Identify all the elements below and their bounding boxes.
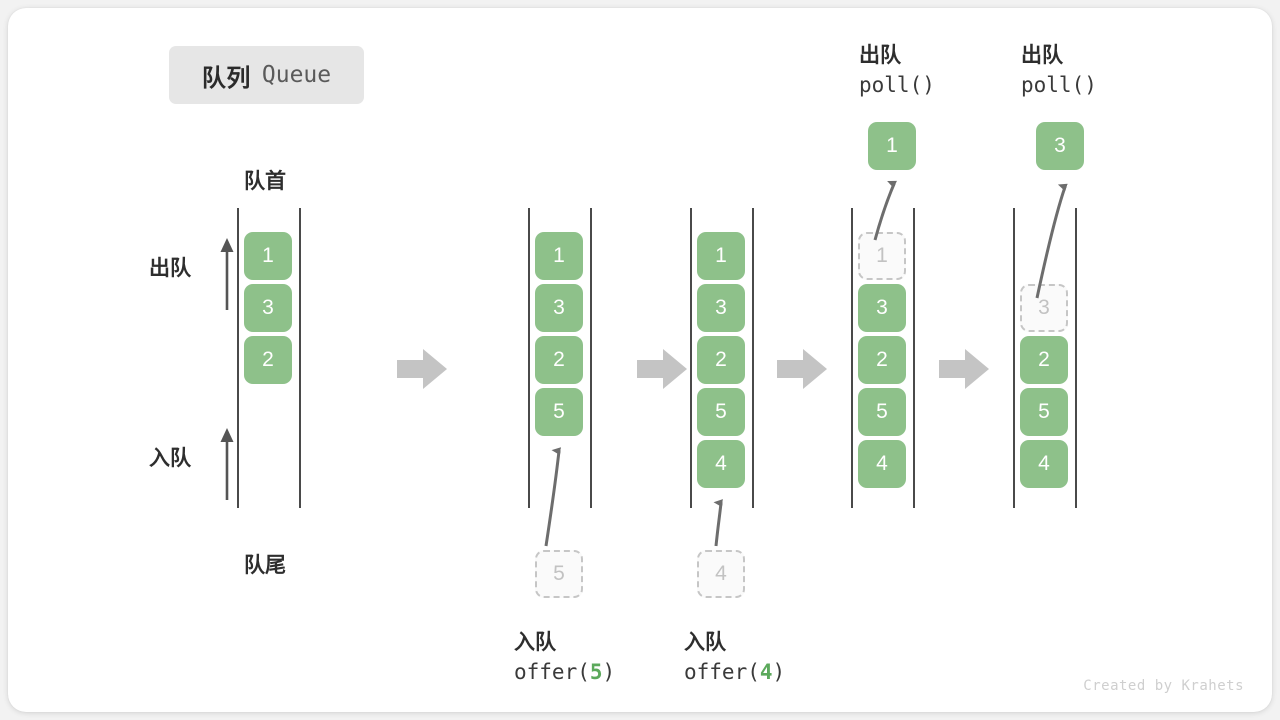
code-paren-close: ) <box>772 660 786 684</box>
panel-initial-rail-left <box>237 208 239 508</box>
queue-cell: 1 <box>535 232 583 280</box>
queue-cell: 3 <box>697 284 745 332</box>
footer-credit: Created by Krahets <box>1083 678 1244 694</box>
code-fn-offer: offer( <box>514 660 590 684</box>
caption-enqueue-5-cn: 入队 <box>514 631 556 654</box>
queue-cell: 3 <box>858 284 906 332</box>
queue-cell-removed: 1 <box>858 232 906 280</box>
panel-poll-3-rail-right <box>1075 208 1077 508</box>
code-paren-close: ) <box>602 660 616 684</box>
caption-enqueue-4-code: offer(4) <box>684 660 785 684</box>
label-queue-front: 队首 <box>244 170 286 193</box>
queue-cell: 3 <box>535 284 583 332</box>
popped-cell: 1 <box>868 122 916 170</box>
incoming-ghost-cell: 5 <box>535 550 583 598</box>
enqueue-5-connector-arrow-icon <box>544 447 561 547</box>
diagram-card: 队列 Queue 队首 队尾 出队 入队 1 3 2 1 3 2 5 5 入队 … <box>8 8 1272 712</box>
queue-cell: 2 <box>1020 336 1068 384</box>
code-arg: 4 <box>759 660 773 684</box>
queue-cell: 2 <box>858 336 906 384</box>
code-arg: 5 <box>589 660 603 684</box>
panel-offer-4-rail-right <box>752 208 754 508</box>
caption-enqueue-5-code: offer(5) <box>514 660 615 684</box>
title-chinese: 队列 <box>201 64 251 92</box>
diagram-stage: 队列 Queue 队首 队尾 出队 入队 1 3 2 1 3 2 5 5 入队 … <box>8 8 1272 712</box>
panel-poll-3-rail-left <box>1013 208 1015 508</box>
queue-cell: 2 <box>697 336 745 384</box>
queue-cell: 5 <box>858 388 906 436</box>
panel-offer-5-rail-left <box>528 208 530 508</box>
incoming-ghost-cell: 4 <box>697 550 745 598</box>
queue-cell: 4 <box>858 440 906 488</box>
panel-offer-4-rail-left <box>690 208 692 508</box>
title-english: Queue <box>261 62 332 88</box>
label-enqueue-side: 入队 <box>149 447 191 470</box>
caption-dequeue-3-code: poll() <box>1021 73 1097 97</box>
panel-poll-1-rail-right <box>913 208 915 508</box>
label-queue-rear: 队尾 <box>244 554 286 577</box>
step-arrow-icon <box>939 349 989 389</box>
dequeue-direction-arrow-icon <box>220 238 234 310</box>
queue-cell-new: 5 <box>535 388 583 436</box>
diagram-title-badge: 队列 Queue <box>169 46 364 104</box>
panel-poll-1-rail-left <box>851 208 853 508</box>
queue-cell: 2 <box>244 336 292 384</box>
panel-offer-5-rail-right <box>590 208 592 508</box>
enqueue-direction-arrow-icon <box>220 428 234 500</box>
enqueue-4-connector-arrow-icon <box>713 499 723 547</box>
popped-cell: 3 <box>1036 122 1084 170</box>
queue-cell: 4 <box>1020 440 1068 488</box>
dequeue-3-connector-arrow-icon <box>1035 183 1068 299</box>
label-dequeue-side: 出队 <box>149 257 191 280</box>
caption-dequeue-3-cn: 出队 <box>1021 44 1063 67</box>
queue-cell: 3 <box>244 284 292 332</box>
queue-cell: 1 <box>697 232 745 280</box>
queue-cell: 5 <box>697 388 745 436</box>
step-arrow-icon <box>397 349 447 389</box>
caption-dequeue-1-code: poll() <box>859 73 935 97</box>
queue-cell-removed: 3 <box>1020 284 1068 332</box>
step-arrow-icon <box>777 349 827 389</box>
panel-initial-rail-right <box>299 208 301 508</box>
queue-cell-new: 4 <box>697 440 745 488</box>
queue-cell: 2 <box>535 336 583 384</box>
queue-cell: 5 <box>1020 388 1068 436</box>
caption-enqueue-4-cn: 入队 <box>684 631 726 654</box>
step-arrow-icon <box>637 349 687 389</box>
caption-dequeue-1-cn: 出队 <box>859 44 901 67</box>
queue-cell: 1 <box>244 232 292 280</box>
code-fn-offer: offer( <box>684 660 760 684</box>
